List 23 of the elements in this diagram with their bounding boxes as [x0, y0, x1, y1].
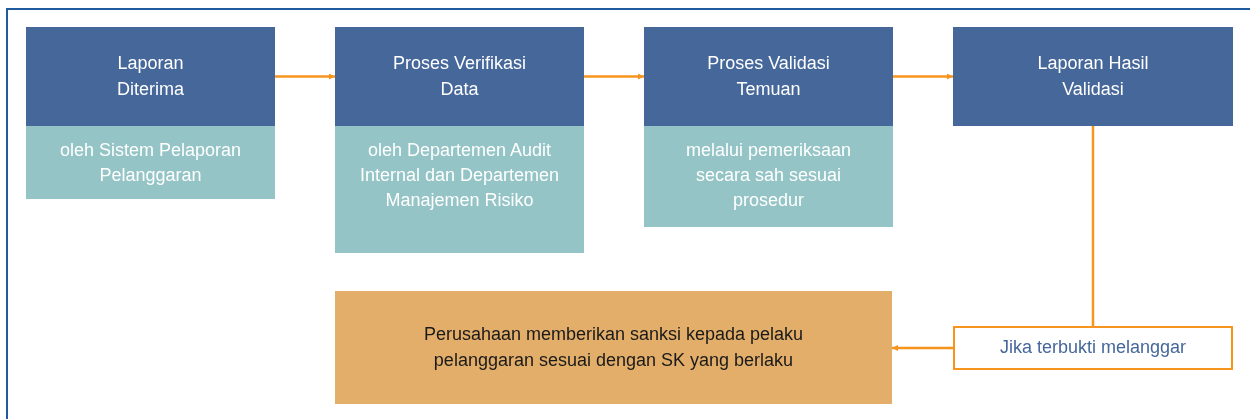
box-text: Proses Verifikasi Data — [391, 52, 528, 101]
process-box — [335, 27, 584, 126]
process-box — [644, 27, 893, 126]
condition-box — [953, 326, 1233, 370]
arrow — [893, 73, 953, 80]
arrow — [892, 345, 953, 351]
process-box — [953, 27, 1233, 126]
box-text: Proses Validasi Temuan — [706, 52, 831, 101]
arrow — [584, 73, 644, 80]
box-text: Laporan Hasil Validasi — [1036, 52, 1150, 101]
description-box — [335, 126, 584, 253]
connector-line — [1091, 126, 1095, 326]
box-text: oleh Departemen Audit Internal dan Departemen Manajemen Risiko — [359, 139, 560, 213]
process-box — [26, 27, 275, 126]
box-text: oleh Sistem Pelaporan Pelanggaran — [58, 139, 243, 188]
box-text: Perusahaan memberikan sanksi kepada pelaku pelanggaran sesuai dengan SK yang berlaku — [422, 323, 805, 372]
box-text: Laporan Diterima — [116, 52, 185, 101]
box-text: Jika terbukti melanggar — [999, 336, 1187, 360]
description-box — [26, 126, 275, 199]
action-box — [335, 291, 892, 404]
description-box — [644, 126, 893, 227]
box-text: melalui pemeriksaan secara sah sesuai prosedur — [684, 139, 853, 213]
arrow — [275, 73, 335, 80]
